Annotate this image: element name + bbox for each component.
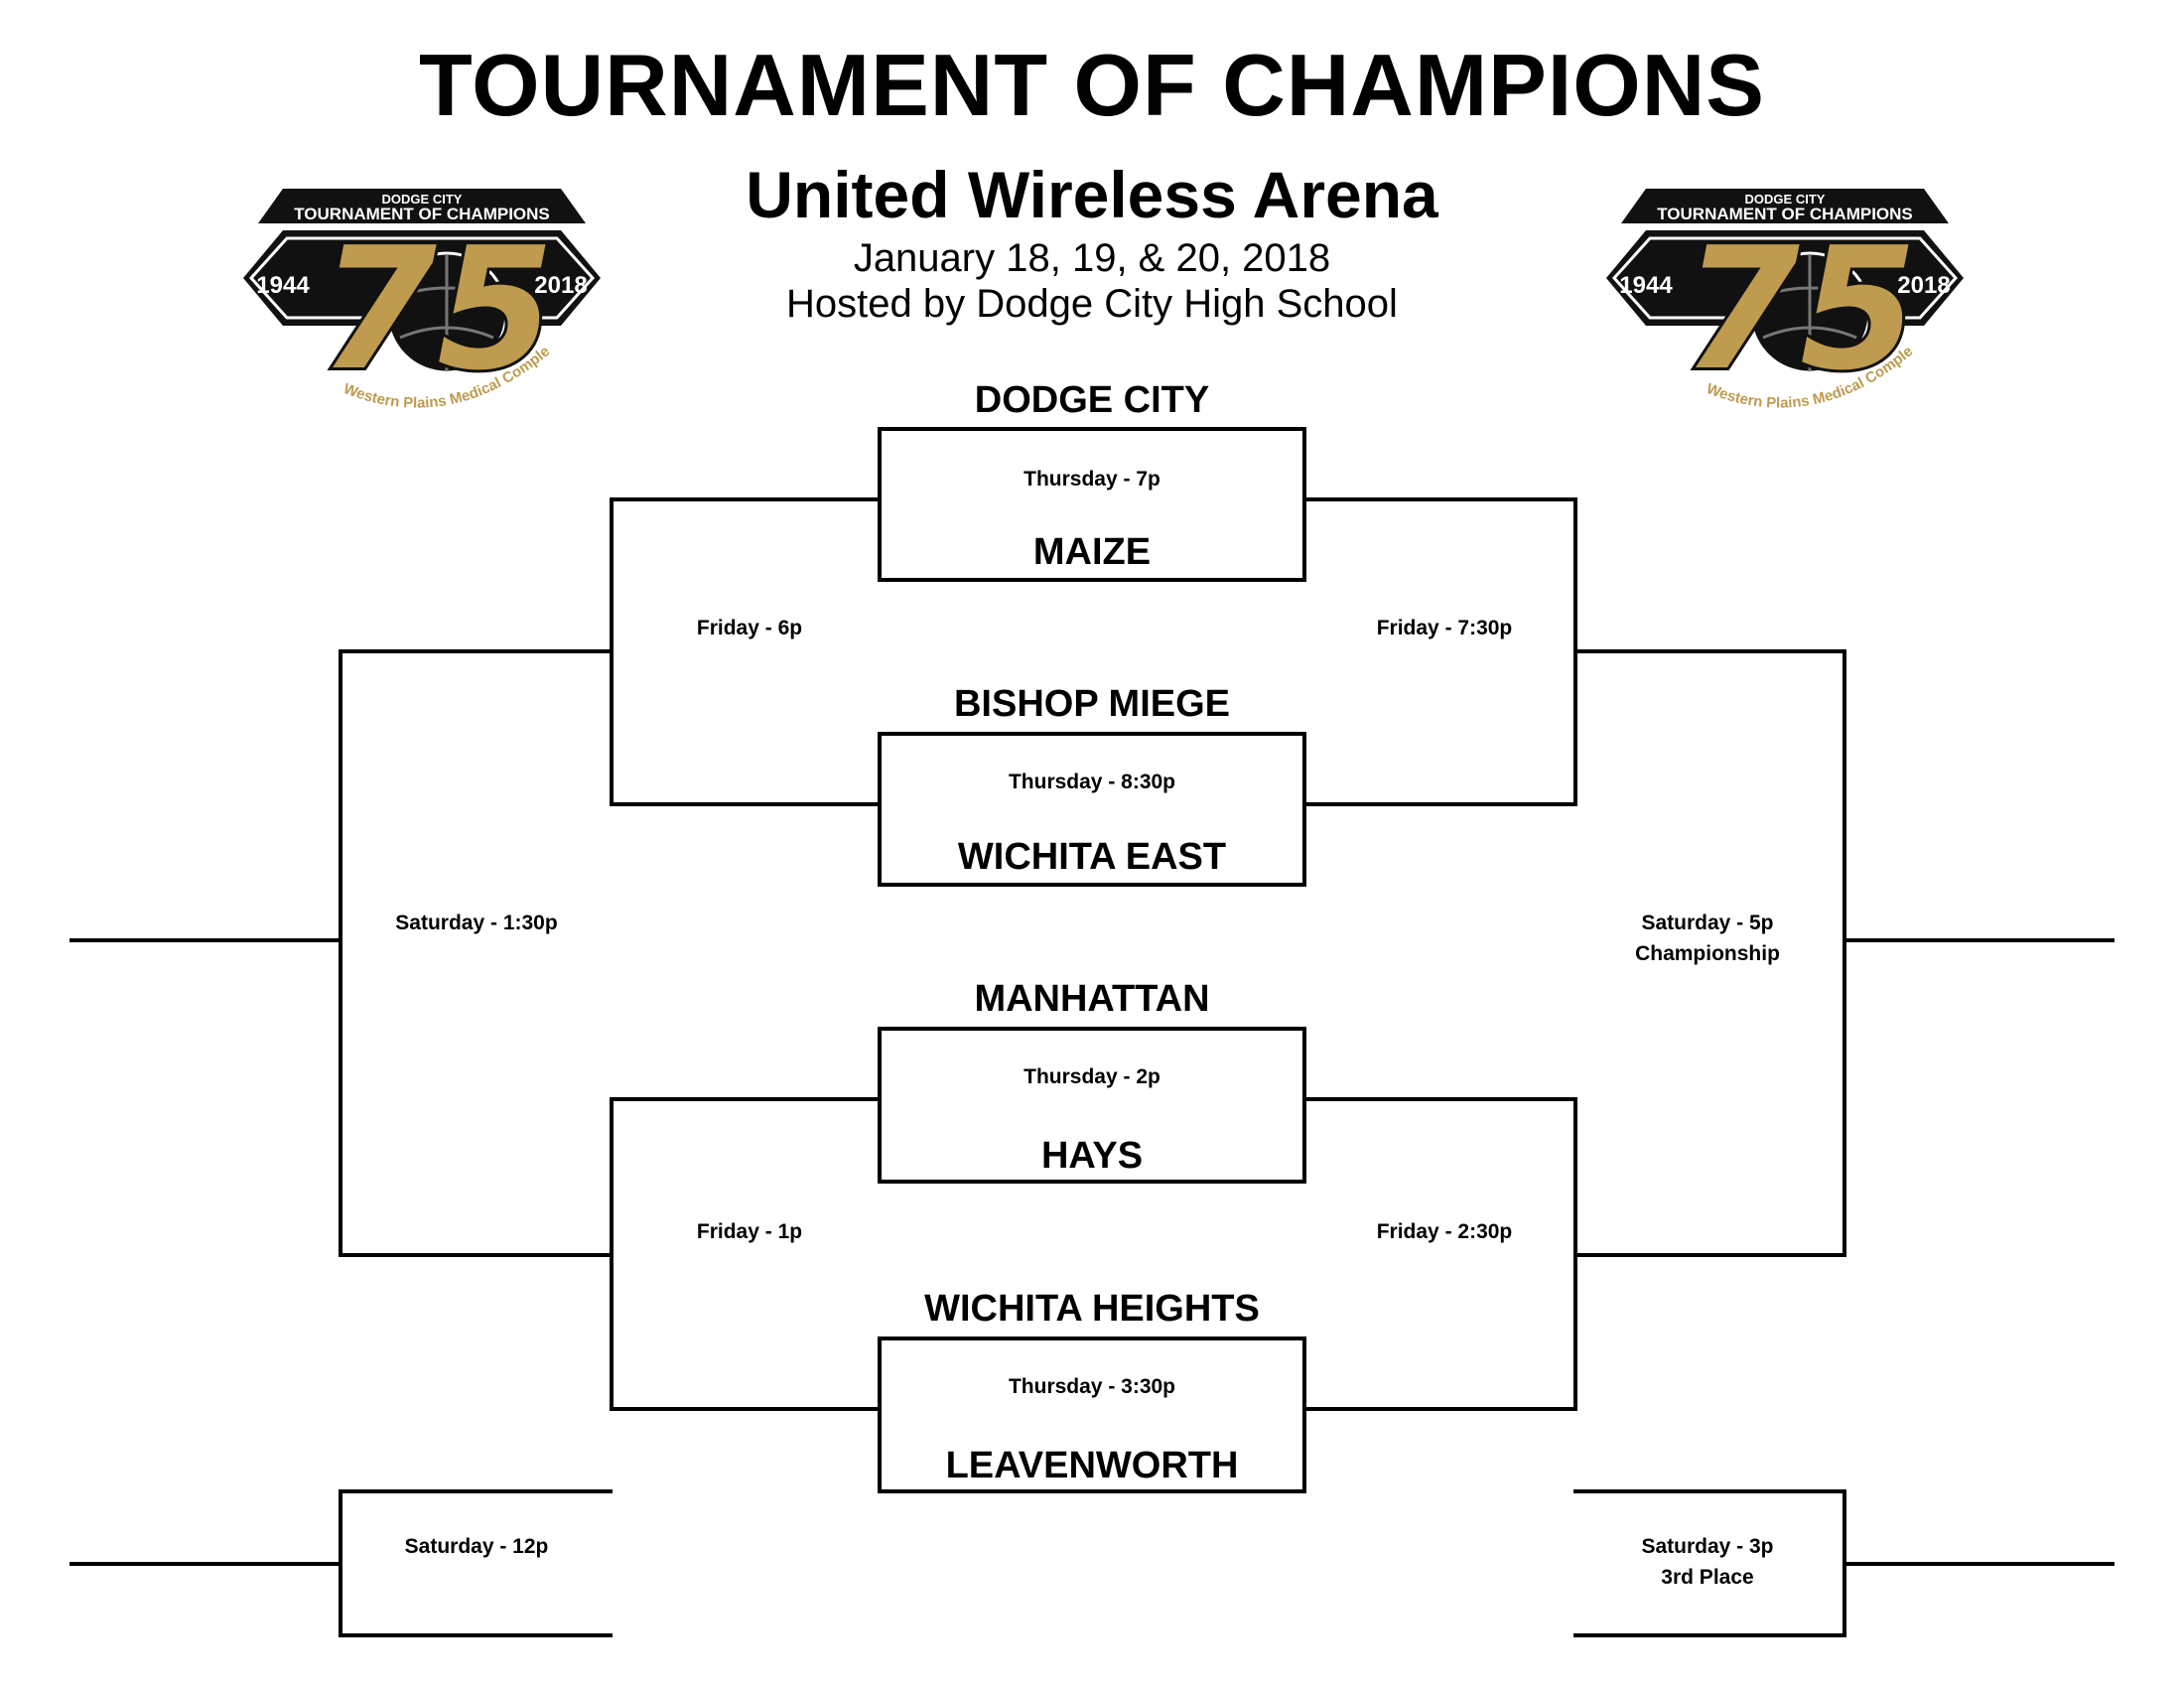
game-label-thursday-2p: Thursday - 2p	[1024, 1065, 1160, 1088]
logo-banner-text: TOURNAMENT OF CHAMPIONS	[1657, 205, 1913, 223]
logo-year-left: 1944	[256, 272, 310, 299]
logo-banner-text: TOURNAMENT OF CHAMPIONS	[294, 205, 550, 223]
game-label-thursday-330p: Thursday - 3:30p	[1008, 1375, 1176, 1398]
logo-year-right: 2018	[534, 272, 587, 299]
logo-number: 75	[1683, 211, 1918, 408]
team-manhattan: MANHATTAN	[974, 978, 1210, 1020]
team-leavenworth: LEAVENWORTH	[945, 1445, 1239, 1486]
team-bishop-miege: BISHOP MIEGE	[953, 683, 1231, 725]
game-label-saturday-12p: Saturday - 12p	[404, 1535, 549, 1558]
game-box-4	[878, 1336, 1306, 1493]
game-label-friday-230p: Friday - 2:30p	[1376, 1220, 1513, 1243]
logo-number: 75	[320, 211, 555, 408]
game-box-2	[878, 732, 1306, 887]
game-label-saturday-3p: Saturday - 3p	[1641, 1535, 1774, 1558]
game-label-friday-1p: Friday - 1p	[696, 1220, 803, 1243]
page-title: TOURNAMENT OF CHAMPIONS	[418, 36, 1766, 134]
game-label-championship: Championship	[1635, 942, 1780, 965]
game-box-3	[878, 1027, 1306, 1184]
host-line: Hosted by Dodge City High School	[786, 282, 1398, 326]
logo-year-right: 2018	[1897, 272, 1950, 299]
logo-year-left: 1944	[1619, 272, 1673, 299]
team-hays: HAYS	[1040, 1135, 1144, 1177]
game-box-1	[878, 427, 1306, 582]
game-label-thursday-7p: Thursday - 7p	[1024, 468, 1160, 491]
team-wichita-east: WICHITA EAST	[957, 836, 1227, 878]
game-label-friday-6p: Friday - 6p	[696, 617, 803, 639]
team-maize: MAIZE	[1032, 531, 1152, 573]
arena-name: United Wireless Arena	[746, 158, 1438, 231]
team-wichita-heights: WICHITA HEIGHTS	[924, 1288, 1260, 1330]
tournament-logo-left: DODGE CITY TOURNAMENT OF CHAMPIONS 1944 …	[223, 169, 601, 412]
tournament-logo-right: DODGE CITY TOURNAMENT OF CHAMPIONS 1944 …	[1586, 169, 1964, 412]
game-label-friday-730p: Friday - 7:30p	[1376, 617, 1513, 639]
team-dodge-city: DODGE CITY	[974, 379, 1210, 421]
logo-top-text: DODGE CITY	[382, 192, 463, 207]
game-label-saturday-5p: Saturday - 5p	[1641, 912, 1774, 934]
game-label-thursday-830p: Thursday - 8:30p	[1008, 771, 1176, 793]
game-label-third-place: 3rd Place	[1661, 1566, 1754, 1589]
logo-top-text: DODGE CITY	[1745, 192, 1826, 207]
tournament-dates: January 18, 19, & 20, 2018	[853, 236, 1331, 280]
game-label-saturday-130p: Saturday - 1:30p	[395, 912, 558, 934]
